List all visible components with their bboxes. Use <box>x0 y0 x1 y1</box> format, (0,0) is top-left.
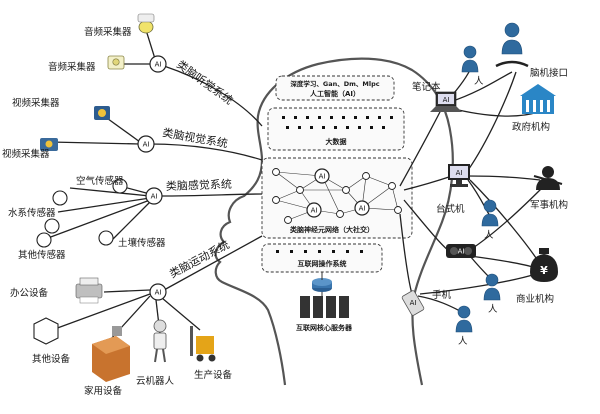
video-collector-icon-1 <box>94 106 110 120</box>
ai-box-top-text: 深度学习、Gan、Dm、Mlpc <box>290 79 379 88</box>
air-sensor-icon <box>112 178 128 194</box>
soil-sensor-icon <box>98 230 114 246</box>
bci-label: 脑机接口 <box>530 67 568 79</box>
os-dots <box>276 250 363 253</box>
svg-text:AI: AI <box>143 141 150 149</box>
svg-text:AI: AI <box>410 299 417 307</box>
air-sensor-label: 空气传感器 <box>76 175 124 187</box>
person-label-2: 人 <box>484 230 494 241</box>
svg-text:AI: AI <box>311 207 318 215</box>
svg-text:AI: AI <box>456 169 463 177</box>
office-device-label: 办公设备 <box>10 287 49 299</box>
network-ai-hub-1: AI <box>314 168 330 184</box>
video-collector-icon-2 <box>40 138 58 151</box>
ai-box-title: 人工智能（AI） <box>310 89 360 98</box>
hub-vision: AI <box>137 135 155 153</box>
audio-collector-label-2: 音频采集器 <box>48 61 96 73</box>
audio-collector-icon-1 <box>137 13 155 34</box>
person-label-3: 人 <box>488 304 498 315</box>
forklift-icon <box>190 326 216 362</box>
bigdata-dots <box>282 116 393 129</box>
mobile-phone-icon: AI <box>401 290 425 316</box>
network-box <box>261 157 413 239</box>
robot-label: 云机器人 <box>136 375 175 387</box>
phone-label: 手机 <box>432 289 452 301</box>
laptop-icon: AI <box>430 91 462 112</box>
ai-box <box>275 75 395 101</box>
other-sensor-icon <box>36 232 52 248</box>
desktop-computer-icon: AI <box>448 164 470 187</box>
vr-headset-icon: AI <box>446 244 476 258</box>
video-collector-label-2: 视频采集器 <box>2 148 50 160</box>
hub-motor: AI <box>149 283 167 301</box>
network-ai-hub-2: AI <box>306 202 322 218</box>
person-label-1: 人 <box>474 76 484 87</box>
router-icon <box>312 278 332 292</box>
svg-text:AI: AI <box>458 248 465 256</box>
os-label: 互联网操作系统 <box>298 259 347 268</box>
other-device-icon <box>33 317 59 345</box>
hub-hearing: AI <box>149 55 167 73</box>
svg-text:AI: AI <box>151 193 158 201</box>
home-device-label: 家用设备 <box>84 385 123 397</box>
svg-text:AI: AI <box>443 96 450 104</box>
bci-person-icon <box>501 22 523 55</box>
desktop-label: 台式机 <box>436 203 465 215</box>
home-device-icon <box>92 326 130 382</box>
government-label: 政府机构 <box>512 121 550 133</box>
laptop-label: 笔记本 <box>412 81 441 93</box>
business-label: 商业机构 <box>516 293 554 305</box>
robot-icon <box>153 319 167 363</box>
server-icon <box>300 296 349 318</box>
military-label: 军事机构 <box>530 199 568 211</box>
audio-collector-label-1: 音频采集器 <box>84 26 132 38</box>
hub-sensing: AI <box>145 187 163 205</box>
svg-text:AI: AI <box>319 173 326 181</box>
core-server-label: 互联网核心服务器 <box>296 323 353 332</box>
svg-text:AI: AI <box>155 61 162 69</box>
hearing-system-label: 类脑听觉系统 <box>174 57 236 107</box>
person-icon-4 <box>455 305 473 333</box>
printer-icon <box>75 277 103 304</box>
production-device-label: 生产设备 <box>194 369 233 381</box>
neural-nodes <box>272 168 402 224</box>
sensing-system-label: 类脑感觉系统 <box>166 177 232 193</box>
military-icon <box>533 166 563 190</box>
bci-headset-icon <box>495 60 529 68</box>
business-moneybag-icon: ¥ <box>530 248 558 282</box>
water-sensor-icon <box>52 190 68 206</box>
sensor-circles <box>36 178 128 248</box>
network-label: 类脑神经元网络（大社交） <box>290 225 374 234</box>
water-sensor-icon-2 <box>44 218 60 234</box>
person-icon-2 <box>481 199 499 227</box>
person-icon-3 <box>483 273 501 301</box>
network-ai-hub-3: AI <box>354 200 370 216</box>
svg-text:AI: AI <box>359 205 366 213</box>
bigdata-label: 大数据 <box>326 137 347 146</box>
other-sensor-label: 其他传感器 <box>18 249 66 261</box>
svg-text:AI: AI <box>155 289 162 297</box>
other-device-label: 其他设备 <box>32 353 71 365</box>
person-label-4: 人 <box>458 336 468 347</box>
audio-collector-icon-2 <box>107 55 125 70</box>
government-building-icon <box>520 84 556 114</box>
soil-sensor-label: 土壤传感器 <box>118 237 166 249</box>
svg-text:¥: ¥ <box>540 264 548 277</box>
video-collector-label-1: 视频采集器 <box>12 97 60 109</box>
person-icon-1 <box>461 45 479 73</box>
water-sensor-label: 水系传感器 <box>8 207 56 219</box>
